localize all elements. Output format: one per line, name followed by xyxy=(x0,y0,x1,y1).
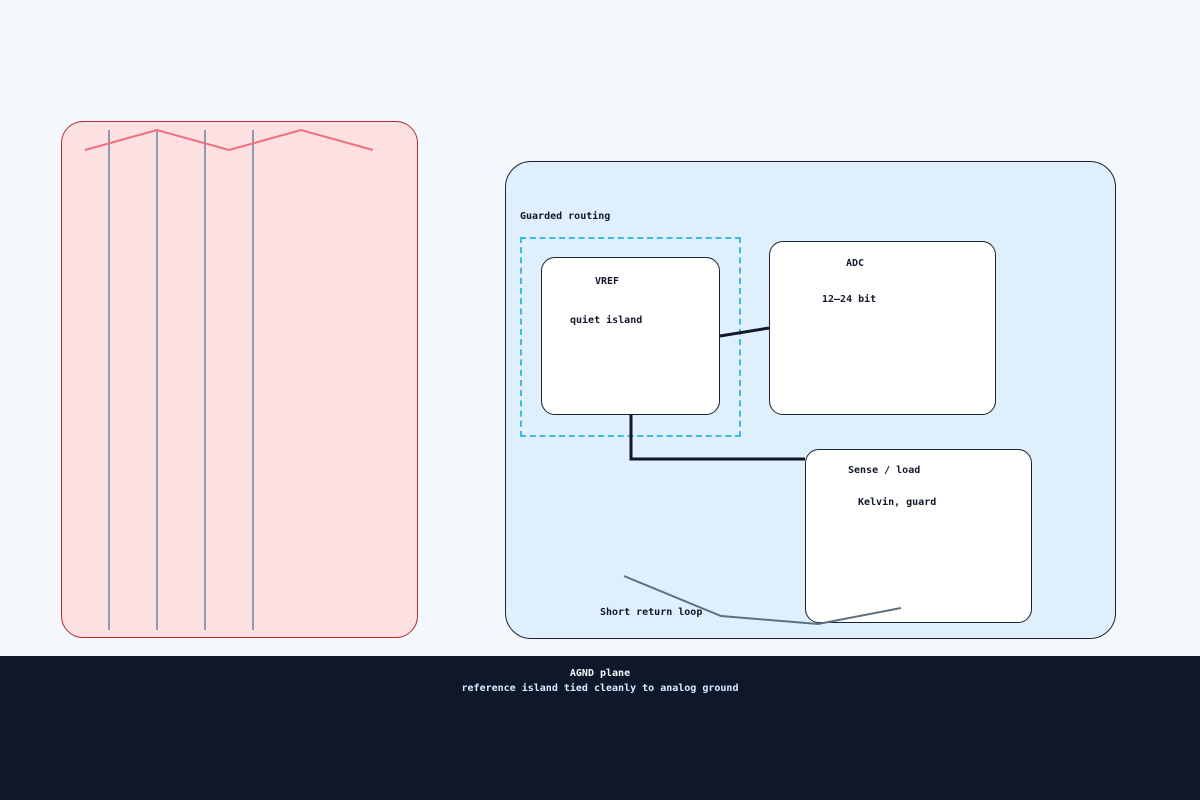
noisy-digital-zone xyxy=(61,121,418,638)
footer-subtitle: reference island tied cleanly to analog … xyxy=(461,683,739,694)
footer-title: AGND plane xyxy=(569,668,631,679)
adc-subtitle: 12–24 bit xyxy=(822,294,877,305)
guarded-routing-label: Guarded routing xyxy=(520,211,611,222)
sense-subtitle: Kelvin, guard xyxy=(858,497,937,508)
sense-title: Sense / load xyxy=(848,465,921,476)
adc-block xyxy=(769,241,996,415)
sense-load-block xyxy=(805,449,1032,623)
vref-title: VREF xyxy=(595,276,620,287)
noise-waveform xyxy=(84,128,374,152)
adc-title: ADC xyxy=(846,258,865,269)
vref-sense-trace xyxy=(629,415,805,461)
agnd-plane-band xyxy=(0,656,1200,800)
vref-subtitle: quiet island xyxy=(570,315,643,326)
short-return-loop-label: Short return loop xyxy=(600,607,703,618)
vref-adc-trace xyxy=(719,326,770,338)
vref-block xyxy=(541,257,720,415)
return-loop-trace xyxy=(623,575,902,626)
